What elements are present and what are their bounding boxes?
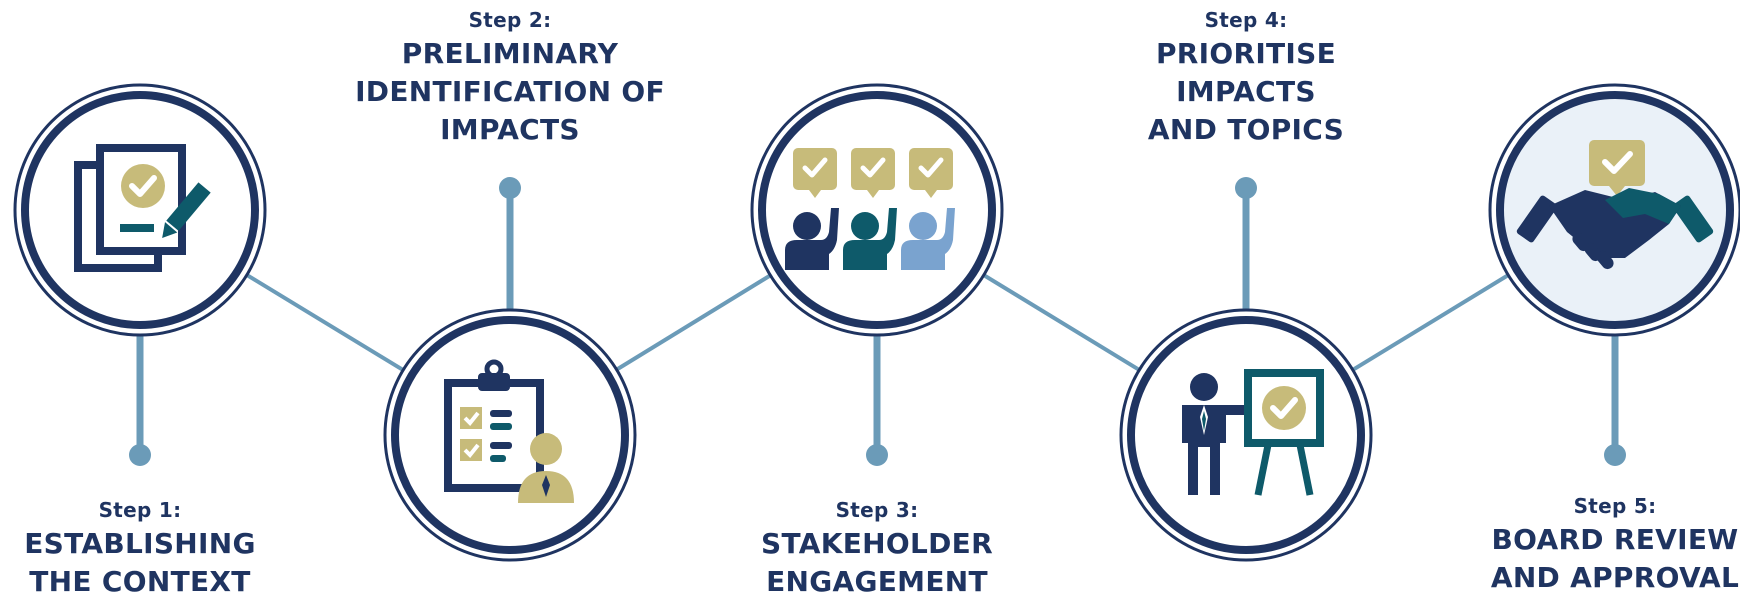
step-1-circle bbox=[13, 83, 267, 337]
step-4-title: PRIORITISE IMPACTS AND TOPICS bbox=[1086, 35, 1406, 149]
step-1-title: ESTABLISHING THE CONTEXT bbox=[0, 525, 300, 601]
step-3-title: STAKEHOLDER ENGAGEMENT bbox=[717, 525, 1037, 601]
stem-step-3 bbox=[866, 330, 888, 466]
raised-hands-people-icon bbox=[785, 148, 955, 270]
step-2-number: Step 2: bbox=[468, 8, 552, 32]
step-3-label: Step 3: STAKEHOLDER ENGAGEMENT bbox=[717, 498, 1037, 601]
step-1-title-line: ESTABLISHING bbox=[24, 527, 256, 560]
step-2-title-line: IMPACTS bbox=[440, 113, 580, 146]
step-4-title-line: PRIORITISE bbox=[1155, 37, 1337, 70]
step-2-title-line: PRELIMINARY bbox=[401, 37, 619, 70]
step-3-number: Step 3: bbox=[835, 498, 919, 522]
step-1-label: Step 1: ESTABLISHING THE CONTEXT bbox=[0, 498, 300, 601]
step-3-title-line: ENGAGEMENT bbox=[766, 565, 988, 598]
step-5-number: Step 5: bbox=[1573, 494, 1657, 518]
stem-step-1 bbox=[129, 330, 151, 466]
step-5-label: Step 5: BOARD REVIEW AND APPROVAL bbox=[1455, 494, 1740, 597]
clipboard-person-icon bbox=[444, 359, 574, 503]
step-4-circle bbox=[1119, 308, 1373, 562]
presenter-board-icon bbox=[1182, 369, 1324, 496]
step-4-number: Step 4: bbox=[1204, 8, 1288, 32]
step-2-title: PRELIMINARY IDENTIFICATION OF IMPACTS bbox=[350, 35, 670, 149]
step-5-title: BOARD REVIEW AND APPROVAL bbox=[1455, 521, 1740, 597]
step-1-number: Step 1: bbox=[98, 498, 182, 522]
step-4-title-line: AND TOPICS bbox=[1147, 113, 1345, 146]
step-4-label: Step 4: PRIORITISE IMPACTS AND TOPICS bbox=[1086, 8, 1406, 149]
step-3-circle bbox=[750, 83, 1004, 337]
stems bbox=[129, 177, 1626, 466]
stem-step-2 bbox=[499, 177, 521, 310]
step-2-label: Step 2: PRELIMINARY IDENTIFICATION OF IM… bbox=[350, 8, 670, 149]
step-1-title-line: THE CONTEXT bbox=[29, 565, 251, 598]
stem-step-5 bbox=[1604, 330, 1626, 466]
step-5-title-line: BOARD REVIEW bbox=[1491, 523, 1739, 556]
step-5-circle bbox=[1488, 83, 1740, 337]
step-5-title-line: AND APPROVAL bbox=[1490, 561, 1740, 594]
step-4-title-line: IMPACTS bbox=[1176, 75, 1316, 108]
step-2-title-line: IDENTIFICATION OF bbox=[355, 75, 665, 108]
stem-step-4 bbox=[1235, 177, 1257, 310]
handshake-check-icon bbox=[1516, 140, 1714, 270]
step-3-title-line: STAKEHOLDER bbox=[761, 527, 993, 560]
documents-check-icon bbox=[74, 144, 211, 272]
step-2-circle bbox=[383, 308, 637, 562]
